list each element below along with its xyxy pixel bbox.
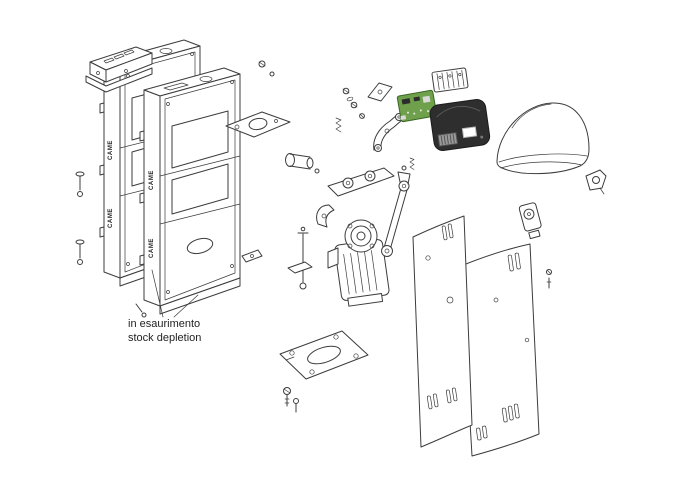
connecting-rod	[287, 226, 313, 290]
fastener-pin	[75, 239, 85, 265]
terminal-block	[431, 67, 469, 93]
fastener-pin	[135, 303, 147, 318]
spring-cover-cap	[85, 46, 153, 93]
came-logo: CAME	[149, 170, 155, 190]
rear-door-panel	[460, 243, 540, 457]
door-lock-assembly	[518, 202, 542, 240]
fastener-pin	[75, 171, 85, 197]
panel-screws	[546, 269, 552, 289]
note-leader-lines	[151, 269, 199, 318]
came-logo: CAME	[108, 140, 114, 160]
screws-set	[335, 87, 365, 133]
front-door-panel	[412, 215, 473, 448]
release-lever	[316, 204, 335, 228]
cabinet-tower-front	[139, 67, 241, 315]
small-mounting-bracket	[367, 82, 393, 102]
screw	[258, 60, 275, 77]
spring-anchor-bracket	[327, 167, 395, 197]
note-line-2: stock depletion	[128, 332, 201, 344]
stock-note: in esaurimento stock depletion	[128, 318, 201, 344]
control-board-pcb	[396, 89, 438, 123]
transmission-link	[381, 157, 415, 257]
drive-gear	[344, 219, 378, 253]
base-fixing-plate	[279, 330, 369, 380]
dome-head-cover	[496, 102, 590, 175]
note-line-1: in esaurimento	[128, 318, 200, 330]
control-unit-cover	[429, 99, 491, 152]
gearmotor-assembly	[327, 219, 390, 307]
unit-label	[461, 126, 478, 139]
lock-latch-clip	[585, 169, 607, 195]
crank-arm	[373, 113, 403, 152]
came-logo: CAME	[149, 238, 155, 258]
top-flange-plate	[225, 111, 291, 138]
anchor-bolts	[283, 387, 299, 413]
came-logo: CAME	[108, 208, 114, 228]
output-shaft	[285, 153, 320, 174]
mounting-tab	[241, 249, 263, 263]
